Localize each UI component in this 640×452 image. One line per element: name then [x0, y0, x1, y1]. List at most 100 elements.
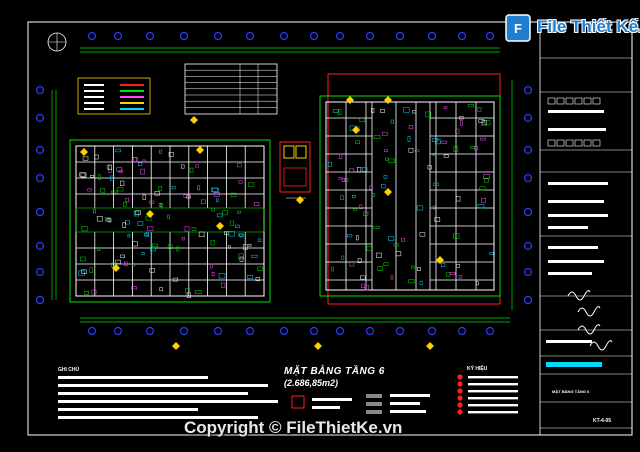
fixture	[235, 224, 240, 228]
title-cell	[556, 139, 565, 147]
fixture	[387, 236, 395, 241]
grid-bubble	[395, 326, 405, 336]
fixture	[149, 200, 155, 204]
title-text	[548, 110, 604, 113]
fixture	[195, 164, 199, 168]
fixture	[111, 190, 118, 194]
fixture	[355, 140, 361, 145]
fixture	[489, 251, 494, 255]
fixture	[118, 170, 124, 173]
fixture	[359, 204, 363, 210]
tag-marker	[112, 264, 120, 272]
fixture	[390, 119, 394, 124]
fixture	[79, 172, 86, 177]
fixture	[408, 279, 415, 284]
grid-bubble	[179, 31, 189, 41]
grid-bubble	[35, 113, 45, 123]
tag-marker	[426, 342, 434, 350]
title-text	[548, 214, 608, 217]
grid-bubble	[35, 85, 45, 95]
fixture	[116, 167, 122, 172]
fixture	[123, 261, 128, 267]
fixture	[474, 145, 478, 151]
tag-marker	[352, 126, 360, 134]
fixture	[434, 217, 441, 222]
fixture	[134, 210, 142, 215]
title-cell	[565, 97, 574, 105]
fixture	[81, 269, 87, 274]
annotation-tags	[80, 96, 444, 350]
grid-bubble	[457, 31, 467, 41]
fixture	[230, 220, 234, 227]
fixture	[237, 163, 242, 168]
fixture	[186, 195, 191, 199]
fixture	[357, 167, 362, 173]
grid-bubble	[35, 295, 45, 305]
fixture	[344, 178, 349, 182]
grid-bubble	[335, 31, 345, 41]
fixture	[147, 226, 154, 231]
tag-marker	[436, 256, 444, 264]
grid-bubble	[365, 31, 375, 41]
tag-marker	[384, 188, 392, 196]
fixture	[376, 252, 382, 258]
fixture	[453, 233, 460, 239]
sheet-name: MẶT BẰNG TẦNG 6	[552, 389, 590, 394]
fixture	[476, 281, 479, 286]
fixture	[140, 168, 145, 175]
fixture	[460, 120, 463, 126]
grid-bubble	[35, 241, 45, 251]
fixture	[123, 202, 127, 207]
symbol-text	[468, 383, 518, 386]
fixture	[332, 109, 340, 113]
tag-marker	[296, 196, 304, 204]
grid-bubble	[35, 267, 45, 277]
title-text	[548, 272, 592, 275]
fixture	[132, 157, 138, 163]
fixture	[131, 286, 138, 290]
fixture	[369, 185, 373, 190]
fixture	[106, 165, 111, 169]
title-cell	[547, 97, 556, 105]
fixture	[84, 290, 89, 295]
fixture	[96, 215, 103, 222]
central-core	[279, 141, 311, 199]
title-text	[548, 200, 604, 203]
grid-bubble	[523, 295, 533, 305]
fixture	[337, 109, 342, 115]
fixture	[431, 138, 439, 142]
grid-bubble	[279, 31, 289, 41]
fixture	[159, 287, 163, 292]
title-cell	[574, 139, 583, 147]
title-cell	[583, 97, 592, 105]
fixture	[197, 185, 201, 191]
fixture	[453, 146, 459, 152]
fixture	[238, 253, 244, 260]
tag-marker	[346, 96, 354, 104]
tag-marker	[172, 342, 180, 350]
tag-marker	[146, 210, 154, 218]
fixture	[338, 176, 343, 180]
grid-bubble	[309, 326, 319, 336]
grid-bubble	[485, 326, 495, 336]
fixture	[230, 192, 237, 198]
fixture	[167, 214, 170, 220]
symbol-bullet	[457, 402, 463, 408]
grid-bubble	[523, 145, 533, 155]
fixture	[97, 174, 101, 180]
fixture	[483, 174, 490, 180]
fixture	[248, 243, 252, 247]
fixture	[251, 254, 258, 258]
signature-mark	[577, 324, 601, 335]
title-text	[548, 226, 588, 229]
notes-block	[58, 376, 278, 419]
fixture	[383, 175, 388, 179]
title-cell	[565, 139, 574, 147]
fixture	[97, 248, 101, 251]
grid-bubble	[523, 241, 533, 251]
grid-bubble	[145, 326, 155, 336]
legend-swatch	[120, 96, 144, 98]
note-line	[58, 408, 198, 411]
signature-mark	[589, 340, 613, 351]
fixture	[158, 202, 162, 207]
